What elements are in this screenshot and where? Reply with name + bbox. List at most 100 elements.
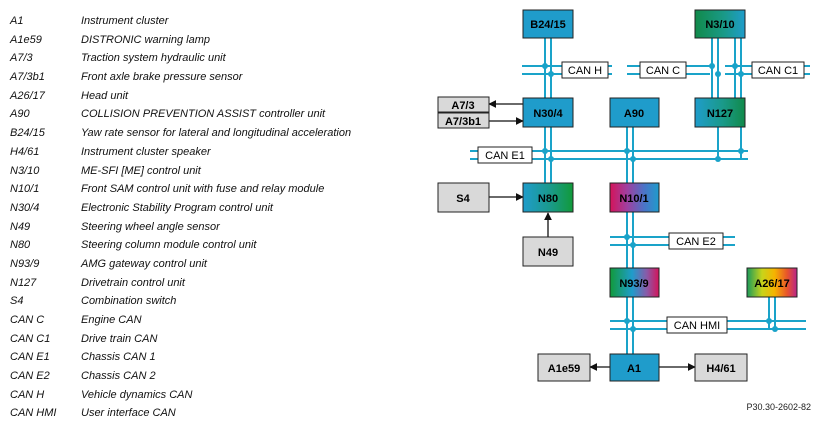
legend-description: Drivetrain control unit <box>81 276 185 289</box>
legend-description: Yaw rate sensor for lateral and longitud… <box>81 127 352 140</box>
legend-row: A26/17 Head unit <box>10 87 430 106</box>
legend-code: CAN H <box>10 388 45 401</box>
bus-label-can-hmi: CAN HMI <box>674 320 720 332</box>
unit-a1: A1 <box>609 353 660 382</box>
legend-code: S4 <box>10 295 24 308</box>
legend-code: A26/17 <box>10 89 45 102</box>
legend-description: Electronic Stability Program control uni… <box>81 201 273 214</box>
legend-code: N3/10 <box>10 164 40 177</box>
legend-description: User interface CAN <box>81 407 176 420</box>
svg-text:A26/17: A26/17 <box>754 278 789 290</box>
unit-n3-10: N3/10 <box>694 9 746 39</box>
unit-n49: N49 <box>522 236 574 267</box>
bus-label-can-h: CAN H <box>568 65 602 77</box>
svg-text:N30/4: N30/4 <box>533 108 563 120</box>
legend-row: B24/15 Yaw rate sensor for lateral and lo… <box>10 124 430 143</box>
legend-code: N30/4 <box>10 201 40 214</box>
svg-text:A7/3: A7/3 <box>451 100 474 112</box>
legend-code: CAN E2 <box>10 370 50 383</box>
legend-row: H4/61 Instrument cluster speaker <box>10 143 430 162</box>
legend-row: CAN H Vehicle dynamics CAN <box>10 386 430 405</box>
svg-text:A7/3b1: A7/3b1 <box>445 116 481 128</box>
svg-text:S4: S4 <box>456 193 470 205</box>
unit-n93-9: N93/9 <box>609 267 660 298</box>
legend-code: CAN C <box>10 314 45 326</box>
legend-description: Instrument cluster speaker <box>81 145 211 158</box>
legend-description: DISTRONIC warning lamp <box>81 33 210 46</box>
unit-a26-17: A26/17 <box>746 267 798 298</box>
legend-description: Steering wheel angle sensor <box>81 220 220 233</box>
legend-description: Combination switch <box>81 295 177 308</box>
unit-h4-61: H4/61 <box>694 353 748 382</box>
legend-description: Engine CAN <box>81 314 142 326</box>
legend-row: A7/3b1 Front axle brake pressure sensor <box>10 68 430 87</box>
legend-row: A1 Instrument cluster <box>10 12 430 31</box>
unit-n127: N127 <box>694 97 746 128</box>
bus-junctions <box>542 63 778 332</box>
svg-text:N93/9: N93/9 <box>619 278 648 290</box>
legend-code: N10/1 <box>10 183 40 196</box>
legend-code: N80 <box>10 239 31 252</box>
legend-description: Vehicle dynamics CAN <box>81 388 193 401</box>
legend-description: Head unit <box>81 89 129 102</box>
svg-text:N10/1: N10/1 <box>619 193 648 205</box>
legend-code: CAN C1 <box>10 332 51 345</box>
legend-row: S4 Combination switch <box>10 292 430 311</box>
legend-description: Chassis CAN 1 <box>81 351 156 364</box>
svg-text:N3/10: N3/10 <box>705 19 734 31</box>
bus-label-can-e1: CAN E1 <box>485 150 525 162</box>
bus-drops <box>544 38 776 354</box>
legend-row: CAN C Engine CAN <box>10 311 430 330</box>
bus-label-can-e2: CAN E2 <box>676 236 716 248</box>
unit-a1e59: A1e59 <box>537 353 591 382</box>
svg-text:A1e59: A1e59 <box>548 363 580 375</box>
legend-code: CAN HMI <box>10 407 57 420</box>
svg-text:H4/61: H4/61 <box>706 363 735 375</box>
legend-row: A7/3 Traction system hydraulic unit <box>10 49 430 68</box>
legend-description: COLLISION PREVENTION ASSIST controller u… <box>81 108 326 121</box>
bus-label-can-c1: CAN C1 <box>758 65 798 77</box>
unit-s4: S4 <box>437 182 490 213</box>
legend-code: H4/61 <box>10 145 40 158</box>
signal-arrows <box>488 100 696 371</box>
legend-code: A7/3 <box>10 52 33 65</box>
svg-text:N80: N80 <box>538 193 558 205</box>
legend-description: Chassis CAN 2 <box>81 370 156 383</box>
unit-a7-3b1: A7/3b1 <box>437 112 490 129</box>
legend-row: CAN C1 Drive train CAN <box>10 330 430 349</box>
legend-row: N10/1 Front SAM control unit with fuse an… <box>10 180 430 199</box>
bus-label-can-c: CAN C <box>646 65 680 77</box>
control-units: B24/15 N3/10 N30/4 A90 N127 A7/3 A7/3b1 … <box>437 9 798 382</box>
legend-description: Traction system hydraulic unit <box>81 52 226 65</box>
svg-text:A90: A90 <box>624 108 644 120</box>
legend-description: Front axle brake pressure sensor <box>81 71 243 84</box>
legend-row: N49 Steering wheel angle sensor <box>10 218 430 237</box>
legend-description: AMG gateway control unit <box>81 257 207 270</box>
legend-description: Instrument cluster <box>81 15 169 27</box>
figure-reference: P30.30-2602-82 <box>746 402 811 412</box>
legend-row: CAN E2 Chassis CAN 2 <box>10 367 430 386</box>
unit-a90: A90 <box>609 97 660 128</box>
legend-description: Drive train CAN <box>81 332 158 345</box>
svg-text:N127: N127 <box>707 108 733 120</box>
legend-code: N49 <box>10 220 31 233</box>
unit-n30-4: N30/4 <box>522 97 574 128</box>
unit-b24-15: B24/15 <box>522 9 574 39</box>
legend-code: CAN E1 <box>10 351 50 364</box>
legend-description: Front SAM control unit with fuse and rel… <box>81 183 325 196</box>
legend-code: A1 <box>10 15 24 27</box>
legend-row: N30/4 Electronic Stability Program contro… <box>10 199 430 218</box>
svg-text:N49: N49 <box>538 247 558 259</box>
unit-n10-1: N10/1 <box>609 182 660 213</box>
legend-code: B24/15 <box>10 127 45 140</box>
legend-code: A7/3b1 <box>10 71 45 84</box>
svg-text:A1: A1 <box>627 363 641 375</box>
